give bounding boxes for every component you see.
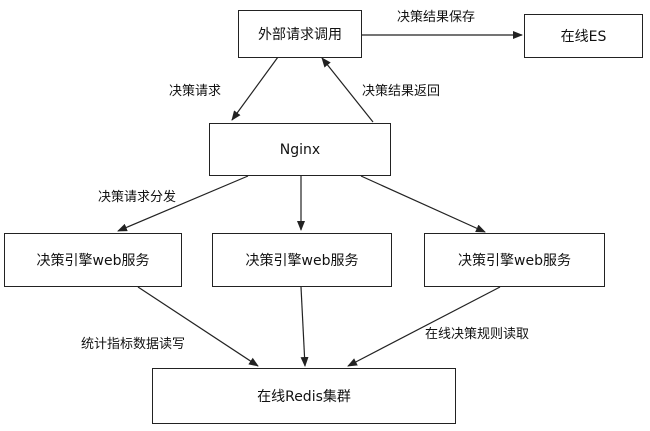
arrow-dispatch-right [360, 175, 486, 233]
arrow-rules-read [347, 286, 501, 367]
edge-label-decision-request: 决策请求 [169, 84, 222, 100]
arrow-decision-request [231, 56, 279, 121]
arrow-middle-to-redis [300, 286, 309, 367]
arrow-return-result [321, 57, 374, 123]
edge-label-stats-read-write: 统计指标数据读写 [81, 337, 186, 353]
edge-label-rules-read: 在线决策规则读取 [425, 327, 530, 343]
edge-label-return-result: 决策结果返回 [362, 84, 441, 100]
node-external-call: 外部请求调用 [238, 10, 362, 58]
node-engine-left: 决策引擎web服务 [4, 233, 182, 287]
edge-label-dispatch-request: 决策请求分发 [98, 190, 177, 206]
node-engine-right: 决策引擎web服务 [424, 233, 605, 287]
node-redis-cluster: 在线Redis集群 [152, 368, 456, 424]
node-engine-middle: 决策引擎web服务 [212, 233, 392, 287]
edge-label-save-result: 决策结果保存 [397, 10, 476, 26]
arrow-dispatch-left [117, 175, 249, 232]
node-nginx: Nginx [209, 123, 391, 176]
node-online-es: 在线ES [524, 14, 643, 58]
arrow-stats-read-write [137, 286, 259, 367]
